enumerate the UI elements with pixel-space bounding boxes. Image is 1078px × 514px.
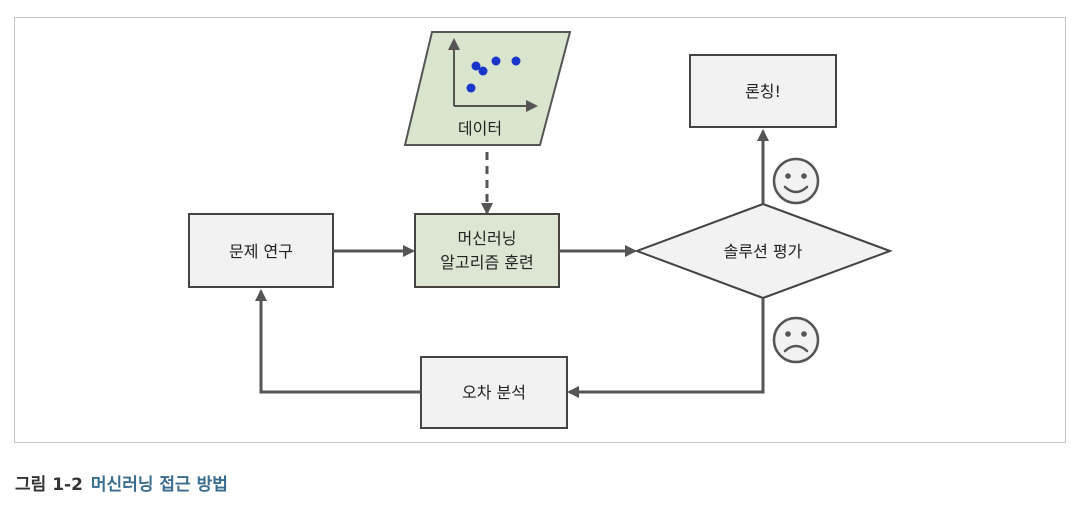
flow-diagram: 데이터 문제 연구 머신러닝 알고리즘 훈련 솔루션 평가 론칭! xyxy=(188,31,893,429)
analyze-to-study-arrow xyxy=(255,289,421,394)
evaluate-label: 솔루션 평가 xyxy=(724,242,803,261)
study-node: 문제 연구 xyxy=(188,213,334,288)
figure-number: 그림 1-2 xyxy=(15,475,83,495)
analyze-node: 오차 분석 xyxy=(420,356,568,429)
analyze-label: 오차 분석 xyxy=(462,383,526,402)
figure-title: 머신러닝 접근 방법 xyxy=(90,475,228,495)
data-label: 데이터 xyxy=(458,119,502,138)
train-label-line2: 알고리즘 훈련 xyxy=(440,253,533,272)
launch-node: 론칭! xyxy=(689,54,837,128)
study-label: 문제 연구 xyxy=(229,242,293,261)
train-node: 머신러닝 알고리즘 훈련 xyxy=(414,213,560,288)
figure-caption: 그림 1-2 머신러닝 접근 방법 xyxy=(15,470,228,495)
train-label-line1: 머신러닝 xyxy=(458,229,517,248)
launch-label: 론칭! xyxy=(745,82,781,101)
evaluate-node: 솔루션 평가 xyxy=(634,202,893,300)
smiley-sad-icon xyxy=(772,316,820,364)
data-node: 데이터 xyxy=(403,31,572,146)
scatter-plot-icon xyxy=(448,38,538,112)
evaluate-to-analyze-arrow xyxy=(567,298,765,398)
smiley-happy-icon xyxy=(772,157,820,205)
